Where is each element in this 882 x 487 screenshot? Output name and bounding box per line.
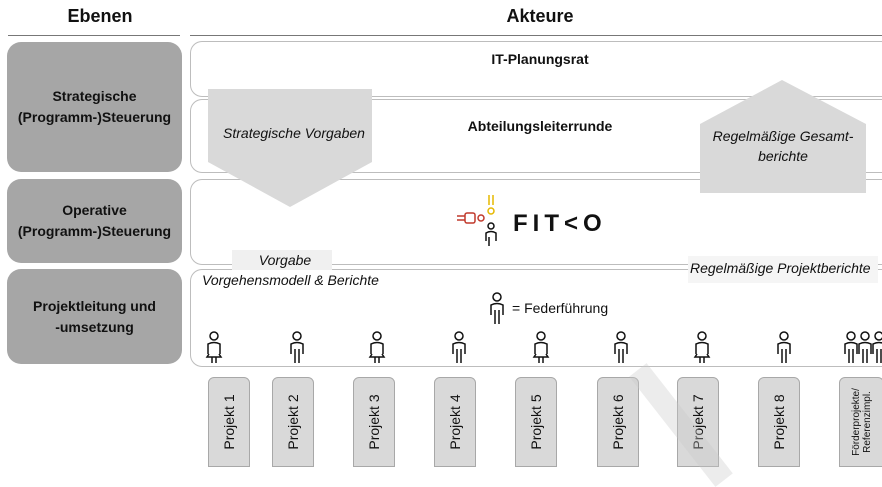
abteilungsleiterrunde-title: Abteilungsleiterrunde xyxy=(467,118,613,134)
lane-projekte xyxy=(190,269,882,367)
arrow-up-projektberichte xyxy=(688,256,878,283)
fitko-logo-mark xyxy=(457,195,497,246)
label-vorgehensmodell: Vorgehensmodell & Berichte xyxy=(202,272,379,288)
levels-header: Ebenen xyxy=(67,6,133,26)
project-label: Projekt 8 xyxy=(771,394,787,450)
label-gesamtberichte: Regelmäßige Gesamt- berichte xyxy=(712,128,854,164)
project-label: Förderprojekte/ Referenzimpl. xyxy=(850,388,873,456)
label-vorgabe: Vorgabe xyxy=(258,252,312,268)
it-planungsrat-title: IT-Planungsrat xyxy=(491,51,589,67)
project-box: Projekt 8 xyxy=(758,377,800,467)
level-strategisch-label: Strategische (Programm-)Steuerung xyxy=(17,88,172,125)
level-operativ-label: Operative (Programm-)Steuerung xyxy=(17,202,172,239)
actors-header: Akteure xyxy=(506,6,574,26)
federfuehrung-legend-icon xyxy=(490,292,504,324)
person-icon xyxy=(777,331,791,363)
project-box: Projekt 5 xyxy=(515,377,557,467)
person-icon xyxy=(693,331,711,363)
project-box: Projekt 2 xyxy=(272,377,314,467)
person-icon xyxy=(290,331,304,363)
level-projekt: Projektleitung und -umsetzung xyxy=(7,269,182,364)
level-operativ: Operative (Programm-)Steuerung xyxy=(7,179,182,263)
levels-header-divider xyxy=(8,35,180,36)
lane-it-planungsrat xyxy=(190,41,882,97)
fitko-logo: FIT<O xyxy=(455,193,635,253)
project-label: Projekt 5 xyxy=(528,394,544,450)
person-icon xyxy=(205,331,223,363)
project-box: Projekt 7 xyxy=(677,377,719,467)
project-box: Projekt 3 xyxy=(353,377,395,467)
person-icon xyxy=(452,331,466,363)
person-icon xyxy=(614,331,628,363)
actors-header-divider xyxy=(190,35,882,36)
level-strategisch: Strategische (Programm-)Steuerung xyxy=(7,42,182,172)
project-box: Projekt 1 xyxy=(208,377,250,467)
person-icon xyxy=(872,331,882,363)
arrows-layer xyxy=(208,80,878,283)
fitko-logo-text: FIT<O xyxy=(513,210,607,237)
project-box: Projekt 6 xyxy=(597,377,639,467)
arrow-down-vorgabe xyxy=(232,250,332,270)
project-label: Projekt 2 xyxy=(285,394,301,450)
project-box: Förderprojekte/ Referenzimpl. xyxy=(839,377,882,467)
arrow-up-gesamtberichte xyxy=(700,80,866,193)
project-label: Projekt 1 xyxy=(221,394,237,450)
label-strategische-vorgaben: Strategische Vorgaben xyxy=(223,125,365,141)
person-icon xyxy=(368,331,386,363)
federfuehrung-legend-label: = Federführung xyxy=(512,300,609,316)
person-icon xyxy=(844,331,858,363)
label-projektberichte: Regelmäßige Projektberichte xyxy=(690,260,871,276)
project-label: Projekt 3 xyxy=(366,394,382,450)
level-projekt-label: Projektleitung und -umsetzung xyxy=(33,297,156,335)
project-label: Projekt 4 xyxy=(447,394,463,450)
arrow-down-strategische-vorgaben xyxy=(208,89,372,207)
person-icon xyxy=(532,331,550,363)
person-icon xyxy=(858,331,872,363)
project-label: Projekt 6 xyxy=(610,394,626,450)
project-box: Projekt 4 xyxy=(434,377,476,467)
